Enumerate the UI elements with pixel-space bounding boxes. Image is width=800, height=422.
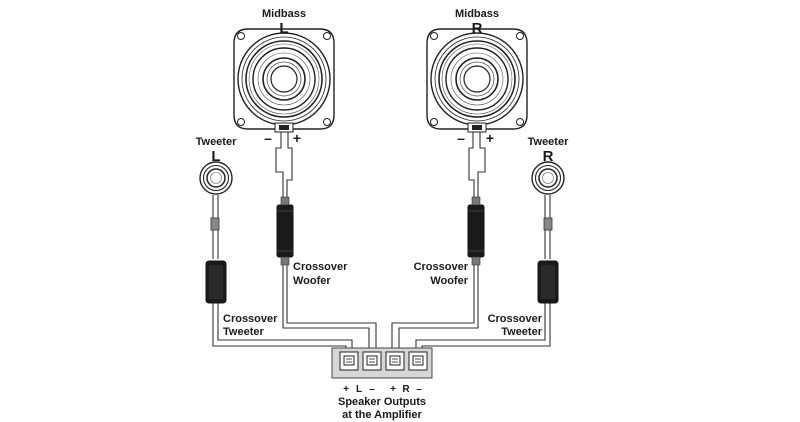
amp-label-plus-right: + [390,384,396,395]
crossover-tweeter-right: Crossover Tweeter [488,260,559,338]
wire-midbass-left-a [275,128,284,199]
wire-xo-woofer-right-out-b [398,263,479,349]
tweeter-right-title: Tweeter [528,136,569,148]
midbass-right-channel: R [472,20,483,37]
wire-midbass-right-a [468,128,475,199]
midbass-left-speaker: Midbass L – + [233,8,335,146]
amp-label-r: R [402,384,410,395]
crossover-woofer-right-line1: Crossover [414,261,469,273]
midbass-right-speaker: Midbass R – + [426,8,528,146]
midbass-right-title: Midbass [455,8,499,20]
crossover-tweeter-left-line2: Tweeter [223,326,264,338]
crossover-woofer-right-line2: Woofer [430,275,468,287]
crossover-tweeter-right-line1: Crossover [488,313,543,325]
crossover-tweeter-right-line2: Tweeter [501,326,542,338]
wire-midbass-right-b [477,128,486,199]
midbass-left-minus: – [264,130,272,146]
wire-xo-tweeter-left-out-b [217,303,353,349]
crossover-tweeter-left: Crossover Tweeter [205,260,278,338]
amplifier-terminal-block: + L – + R – Speaker Outputs at the Ampli… [331,347,433,421]
crossover-woofer-left-line1: Crossover [293,261,348,273]
crossover-woofer-right: Crossover Woofer [414,196,485,287]
amplifier-caption-line1: Speaker Outputs [338,396,426,408]
wire-midbass-left-b [286,128,293,199]
amp-label-l: L [356,384,362,395]
crossover-tweeter-left-line1: Crossover [223,313,278,325]
tweeter-right: Tweeter R [528,136,569,231]
crossover-woofer-left-line2: Woofer [293,275,331,287]
tweeter-right-channel: R [543,148,554,165]
amp-label-plus-left: + [343,384,349,395]
midbass-right-plus: + [486,130,494,146]
midbass-left-channel: L [279,20,288,37]
wire-xo-woofer-left-out-b [286,263,377,349]
wire-xo-woofer-right-out-a [391,263,475,349]
tweeter-left: Tweeter L [196,136,237,231]
tweeter-left-channel: L [211,148,220,165]
crossover-woofer-left: Crossover Woofer [276,196,348,287]
tweeter-left-title: Tweeter [196,136,237,148]
amp-label-minus-left: – [369,384,375,395]
wire-xo-woofer-left-out-a [282,263,370,349]
amplifier-caption-line2: at the Amplifier [342,409,422,421]
amp-label-minus-right: – [416,384,422,395]
midbass-right-minus: – [457,130,465,146]
midbass-left-title: Midbass [262,8,306,20]
wire-xo-tweeter-right-out-a [415,303,546,349]
midbass-left-plus: + [293,130,301,146]
